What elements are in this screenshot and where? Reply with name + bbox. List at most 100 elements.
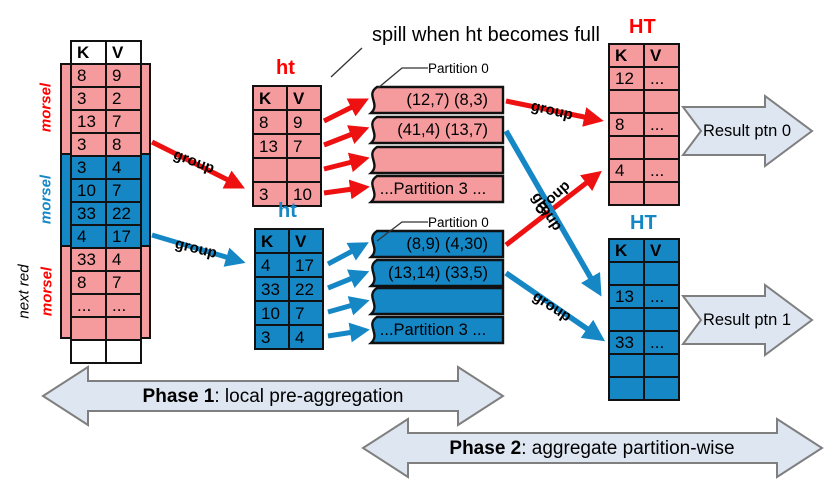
table-row xyxy=(608,307,681,333)
table-row xyxy=(70,339,143,365)
partition-strip-blue-0 xyxy=(367,229,505,259)
table-cell: 3 xyxy=(254,324,291,351)
phase2-title: Phase 2 xyxy=(449,438,522,459)
spill-leader-line xyxy=(330,47,363,78)
table-row: 33... xyxy=(608,330,681,356)
arrow-group-strip-to-HT-blue-2 xyxy=(504,270,606,342)
table-cell: ... xyxy=(643,284,681,310)
table-row: ...... xyxy=(70,293,143,319)
spill-note: spill when ht becomes full xyxy=(372,24,600,46)
ht-red-title: ht xyxy=(276,57,295,79)
strip-label: (41,4) (13,7) xyxy=(397,121,488,139)
arrow-spill-red-2 xyxy=(323,125,370,148)
table-cell: ... xyxy=(643,112,681,138)
partition-strip-red-2 xyxy=(367,145,505,175)
table-cell xyxy=(643,89,681,115)
partition-strip-blue-2 xyxy=(367,286,505,316)
table-cell: 7 xyxy=(105,109,143,135)
strip-label: (13,14) (33,5) xyxy=(388,264,488,282)
result-ptn1-arrow xyxy=(681,283,814,357)
table-cell xyxy=(643,307,681,333)
partition-strip-red-3 xyxy=(367,174,505,204)
phase2-desc: : aggregate partition-wise xyxy=(521,438,735,459)
partition0-leader-red xyxy=(377,67,428,89)
partition0-leader-blue xyxy=(376,221,428,242)
phase1-arrow xyxy=(41,365,505,427)
strip-label: ...Partition 3 ... xyxy=(379,180,487,198)
strip-label: ...Partition 3 ... xyxy=(379,321,487,339)
table-row: 13... xyxy=(608,284,681,310)
table-row xyxy=(608,181,681,207)
HT-red-table: K V 12...8...4... xyxy=(608,43,681,207)
input-table-header: K V xyxy=(70,40,143,66)
col-header-v: V xyxy=(288,228,325,255)
arrow-group-strip-to-HT-blue-1 xyxy=(503,129,602,297)
HT-blue-title: HT xyxy=(630,212,657,234)
table-row xyxy=(608,376,681,402)
table-cell: 33 xyxy=(254,276,291,303)
table-row xyxy=(608,135,681,161)
table-cell: 3 xyxy=(70,86,108,112)
table-row xyxy=(608,89,681,115)
arrow-spill-blue-3 xyxy=(327,296,370,316)
table-cell: 4 xyxy=(288,324,325,351)
table-cell: 22 xyxy=(288,276,325,303)
arrow-spill-blue-2 xyxy=(327,269,370,291)
table-row: 12... xyxy=(608,66,681,92)
table-cell: 7 xyxy=(288,300,325,327)
partition-strip-red-0 xyxy=(367,85,505,115)
arrow-group-morsel-to-ht-red xyxy=(150,139,245,189)
table-cell: 4 xyxy=(105,247,143,273)
strip-label: (8,9) (4,30) xyxy=(406,235,488,253)
table-cell: 8 xyxy=(70,63,108,89)
col-header-v: V xyxy=(105,40,143,66)
HT-blue-table: K V 13...33... xyxy=(608,238,681,402)
table-cell: ... xyxy=(105,293,143,319)
HT-red-title: HT xyxy=(629,16,656,38)
strip-label: (12,7) (8,3) xyxy=(406,91,488,109)
table-cell xyxy=(643,135,681,161)
table-cell: 4 xyxy=(105,155,143,181)
result-ptn0-label: Result ptn 0 xyxy=(702,122,792,140)
table-cell xyxy=(643,261,681,287)
table-cell: 9 xyxy=(286,109,323,136)
phase1-title: Phase 1 xyxy=(142,386,215,407)
arrow-spill-blue-1 xyxy=(326,242,369,267)
table-cell: ... xyxy=(643,66,681,92)
table-cell: 12 xyxy=(608,66,646,92)
partition-strip-blue-1 xyxy=(367,258,505,288)
table-row: 8... xyxy=(608,112,681,138)
partition-strip-red-1 xyxy=(367,115,505,145)
table-cell xyxy=(643,181,681,207)
phase2-arrow xyxy=(361,417,824,479)
table-cell xyxy=(105,339,143,365)
partition-strip-blue-3 xyxy=(367,315,505,345)
table-cell xyxy=(286,157,323,184)
table-cell: ... xyxy=(643,330,681,356)
arrow-spill-red-4 xyxy=(323,179,370,200)
col-header-v: V xyxy=(286,85,323,112)
table-cell: 7 xyxy=(105,178,143,204)
phase2-label: Phase 2: aggregate partition-wise xyxy=(412,438,772,460)
table-cell: 10 xyxy=(286,181,323,208)
table-cell: 9 xyxy=(105,63,143,89)
ht-blue-title: ht xyxy=(278,200,297,222)
table-cell xyxy=(608,181,646,207)
result-ptn0-arrow xyxy=(681,94,814,168)
table-row xyxy=(608,261,681,287)
arrow-group-strip-to-HT-red-1 xyxy=(505,98,604,127)
arrow-spill-blue-4 xyxy=(327,322,370,343)
